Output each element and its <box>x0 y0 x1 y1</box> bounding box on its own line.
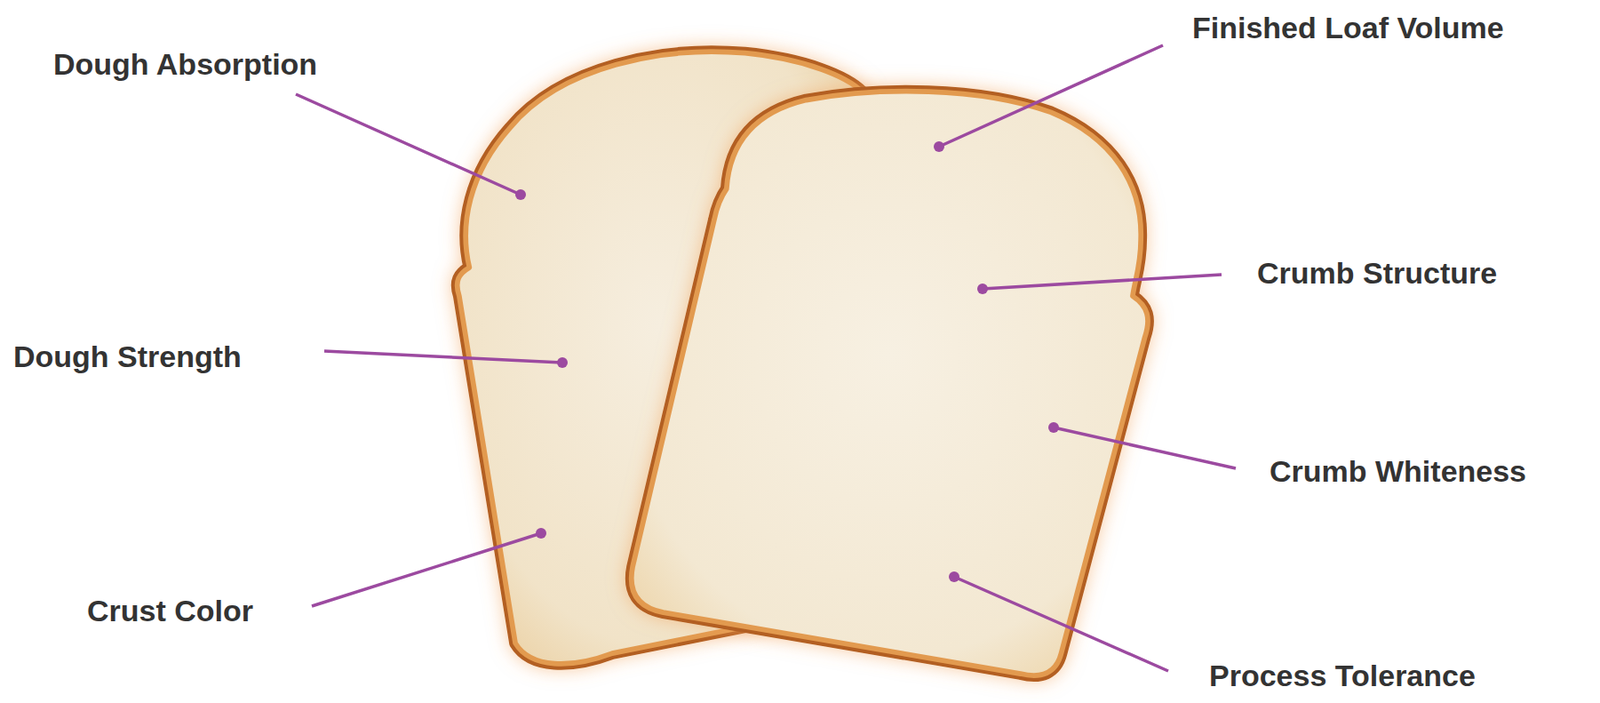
leader-dot <box>977 283 988 295</box>
callout-label: Crust Color <box>87 592 310 629</box>
leader-dot <box>535 527 547 539</box>
leader-lines <box>295 45 1236 671</box>
callout-label: Dough Absorption <box>53 46 338 82</box>
leader-line <box>324 350 563 363</box>
leader-dot <box>948 571 960 582</box>
leader-line <box>295 94 521 195</box>
leader-line <box>311 533 542 606</box>
leader-dot <box>557 357 568 368</box>
leader-line <box>939 45 1163 147</box>
front-slice <box>631 91 1148 676</box>
leader-line <box>982 274 1222 289</box>
leader-dot <box>1048 421 1059 433</box>
callout-label: Finished Loaf Volume <box>1192 9 1597 46</box>
callout-label: Crumb Whiteness <box>1269 453 1597 489</box>
leader-dot <box>933 141 945 152</box>
leader-line <box>1053 427 1236 469</box>
callout-label: Crumb Structure <box>1257 254 1597 291</box>
callout-label: Dough Strength <box>13 338 320 375</box>
callout-label: Process Tolerance <box>1209 657 1597 693</box>
leader-dot <box>515 189 526 200</box>
leader-line <box>954 576 1169 671</box>
